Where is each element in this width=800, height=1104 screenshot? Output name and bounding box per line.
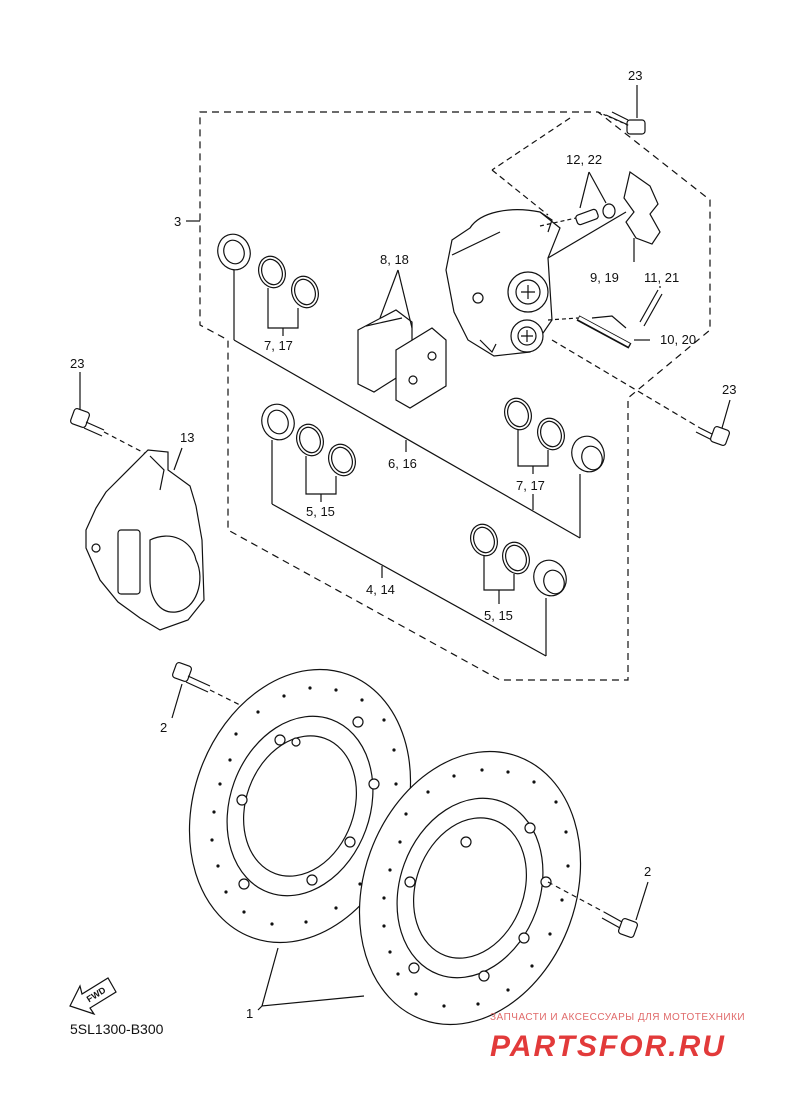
brake-pad-8-18-right <box>395 327 447 409</box>
label-6-16: 6, 16 <box>388 456 417 471</box>
label-7-17-top: 7, 17 <box>264 338 293 353</box>
label-23-left: 23 <box>70 356 84 371</box>
watermark: ЗАПЧАСТИ И АКСЕССУАРЫ ДЛЯ МОТОТЕХНИКИ PA… <box>490 1012 745 1063</box>
watermark-brand: PARTSFOR.RU <box>490 1030 726 1063</box>
label-23-right: 23 <box>722 382 736 397</box>
label-8-18: 8, 18 <box>380 252 409 267</box>
label-5-15-right: 5, 15 <box>484 608 513 623</box>
piston-6-16-right <box>571 435 605 473</box>
leader-1 <box>257 947 365 1011</box>
pad-pin-10-20 <box>547 315 650 349</box>
label-2-right: 2 <box>644 864 651 879</box>
seal-5-15-left-b <box>328 443 356 477</box>
fwd-arrow-icon <box>69 977 117 1016</box>
piston-4-14-left <box>261 403 295 441</box>
label-2-left: 2 <box>160 720 167 735</box>
label-23-top: 23 <box>628 68 642 83</box>
seal-7-17-top-a <box>258 255 286 289</box>
label-3: 3 <box>174 214 181 229</box>
seal-7-17-right-a <box>504 397 532 431</box>
label-1: 1 <box>246 1006 253 1021</box>
pad-spring-9-19 <box>547 170 661 262</box>
caliper-13-complete <box>85 447 205 631</box>
label-9-19: 9, 19 <box>590 270 619 285</box>
bleed-screw-12-22 <box>539 171 616 227</box>
diagram-code: 5SL1300-B300 <box>70 1021 164 1037</box>
piston-6-16-top <box>217 233 251 271</box>
bolt-23-right <box>695 399 731 447</box>
caliper-assembly-boundary <box>199 111 711 681</box>
label-10-20: 10, 20 <box>660 332 696 347</box>
piston-4-14-right <box>533 559 567 597</box>
seal-5-15-right-b <box>502 541 530 575</box>
bracket-7-17-top <box>267 288 299 329</box>
bolt-23-top <box>597 85 646 135</box>
seal-5-15-left-a <box>296 423 324 457</box>
bolt-2-right <box>547 881 649 939</box>
label-13: 13 <box>180 430 194 445</box>
caliper-body-assembled <box>445 209 561 357</box>
brake-disc-1-right <box>358 750 582 1026</box>
label-5-15-left: 5, 15 <box>306 504 335 519</box>
brake-disc-1-left <box>188 668 412 944</box>
seal-7-17-top-b <box>291 275 319 309</box>
label-11-21: 11, 21 <box>644 270 679 285</box>
watermark-tagline: ЗАПЧАСТИ И АКСЕССУАРЫ ДЛЯ МОТОТЕХНИКИ <box>490 1012 745 1023</box>
pad-clip-11-21 <box>639 286 663 327</box>
label-7-17-right: 7, 17 <box>516 478 545 493</box>
label-4-14: 4, 14 <box>366 582 395 597</box>
seal-5-15-right-a <box>470 523 498 557</box>
seal-7-17-right-b <box>537 417 565 451</box>
bolt-23-left <box>69 372 151 457</box>
label-12-22: 12, 22 <box>566 152 602 167</box>
